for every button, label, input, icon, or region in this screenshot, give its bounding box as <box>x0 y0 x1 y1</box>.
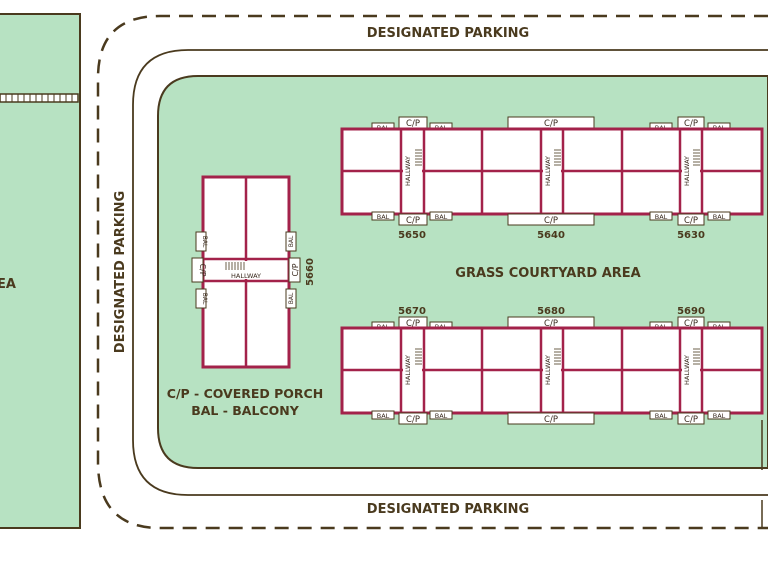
hallway-tag: HALLWAY <box>404 156 412 186</box>
building-row-bottom: 5670 5680 5690 C/P C/P C/P BAL BAL BAL B… <box>340 306 764 425</box>
legend-balcony: BAL - BALCONY <box>191 403 299 418</box>
hallway-tag: HALLWAY <box>544 355 552 385</box>
left-grass-area <box>0 13 81 529</box>
bal-tag: BAL <box>655 412 668 420</box>
cp-tag: C/P <box>544 119 558 129</box>
cp-tag: C/P <box>406 415 420 425</box>
cp-tag: C/P <box>198 263 207 276</box>
road-edge <box>132 49 768 496</box>
bal-tag: BAL <box>377 213 390 221</box>
bal-tag: BAL <box>288 235 295 247</box>
legend-covered-porch: C/P - COVERED PORCH <box>167 386 323 401</box>
parking-label-bottom: DESIGNATED PARKING <box>367 502 529 517</box>
bal-tag: BAL <box>201 236 208 248</box>
cp-tag: C/P <box>406 119 420 129</box>
bal-tag: BAL <box>377 412 390 420</box>
cp-tag: C/P <box>684 415 698 425</box>
cp-tag: C/P <box>544 415 558 425</box>
building-row-top: C/P C/P C/P BAL BAL BAL BAL <box>340 116 764 241</box>
parking-label-top: DESIGNATED PARKING <box>367 26 529 41</box>
building-number-5650: 5650 <box>398 230 426 241</box>
cp-tag: C/P <box>684 319 698 329</box>
cp-tag: C/P <box>544 216 558 226</box>
cp-tag: C/P <box>406 216 420 226</box>
parking-dashed-border <box>96 14 768 530</box>
parking-label-left: DESIGNATED PARKING <box>113 191 128 353</box>
building-number-5670: 5670 <box>398 306 426 317</box>
hallway-tag: HALLWAY <box>404 355 412 385</box>
hallway-tag: HALLWAY <box>683 355 691 385</box>
bal-tag: BAL <box>713 213 726 221</box>
cp-tag: C/P <box>684 119 698 129</box>
bal-tag: BAL <box>201 293 208 305</box>
building-5660: HALLWAY C/P C/P BAL BAL BAL BAL 5660 <box>191 175 316 369</box>
bal-tag: BAL <box>288 292 295 304</box>
cp-tag: C/P <box>406 319 420 329</box>
left-area-label: EA <box>0 277 16 292</box>
building-number-5660: 5660 <box>305 258 316 286</box>
left-fence-ticks <box>5 94 73 102</box>
bal-tag: BAL <box>435 412 448 420</box>
courtyard-label: GRASS COURTYARD AREA <box>455 266 640 281</box>
hallway-tag: HALLWAY <box>231 272 261 280</box>
building-number-5680: 5680 <box>537 306 565 317</box>
bal-tag: BAL <box>655 213 668 221</box>
hallway-tag: HALLWAY <box>683 156 691 186</box>
building-number-5640: 5640 <box>537 230 565 241</box>
building-number-5690: 5690 <box>677 306 705 317</box>
cp-tag: C/P <box>544 319 558 329</box>
cp-tag: C/P <box>291 263 300 276</box>
hallway-tag: HALLWAY <box>544 156 552 186</box>
building-number-5630: 5630 <box>677 230 705 241</box>
bal-tag: BAL <box>713 412 726 420</box>
bal-tag: BAL <box>435 213 448 221</box>
left-fence <box>0 93 79 103</box>
cp-tag: C/P <box>684 216 698 226</box>
